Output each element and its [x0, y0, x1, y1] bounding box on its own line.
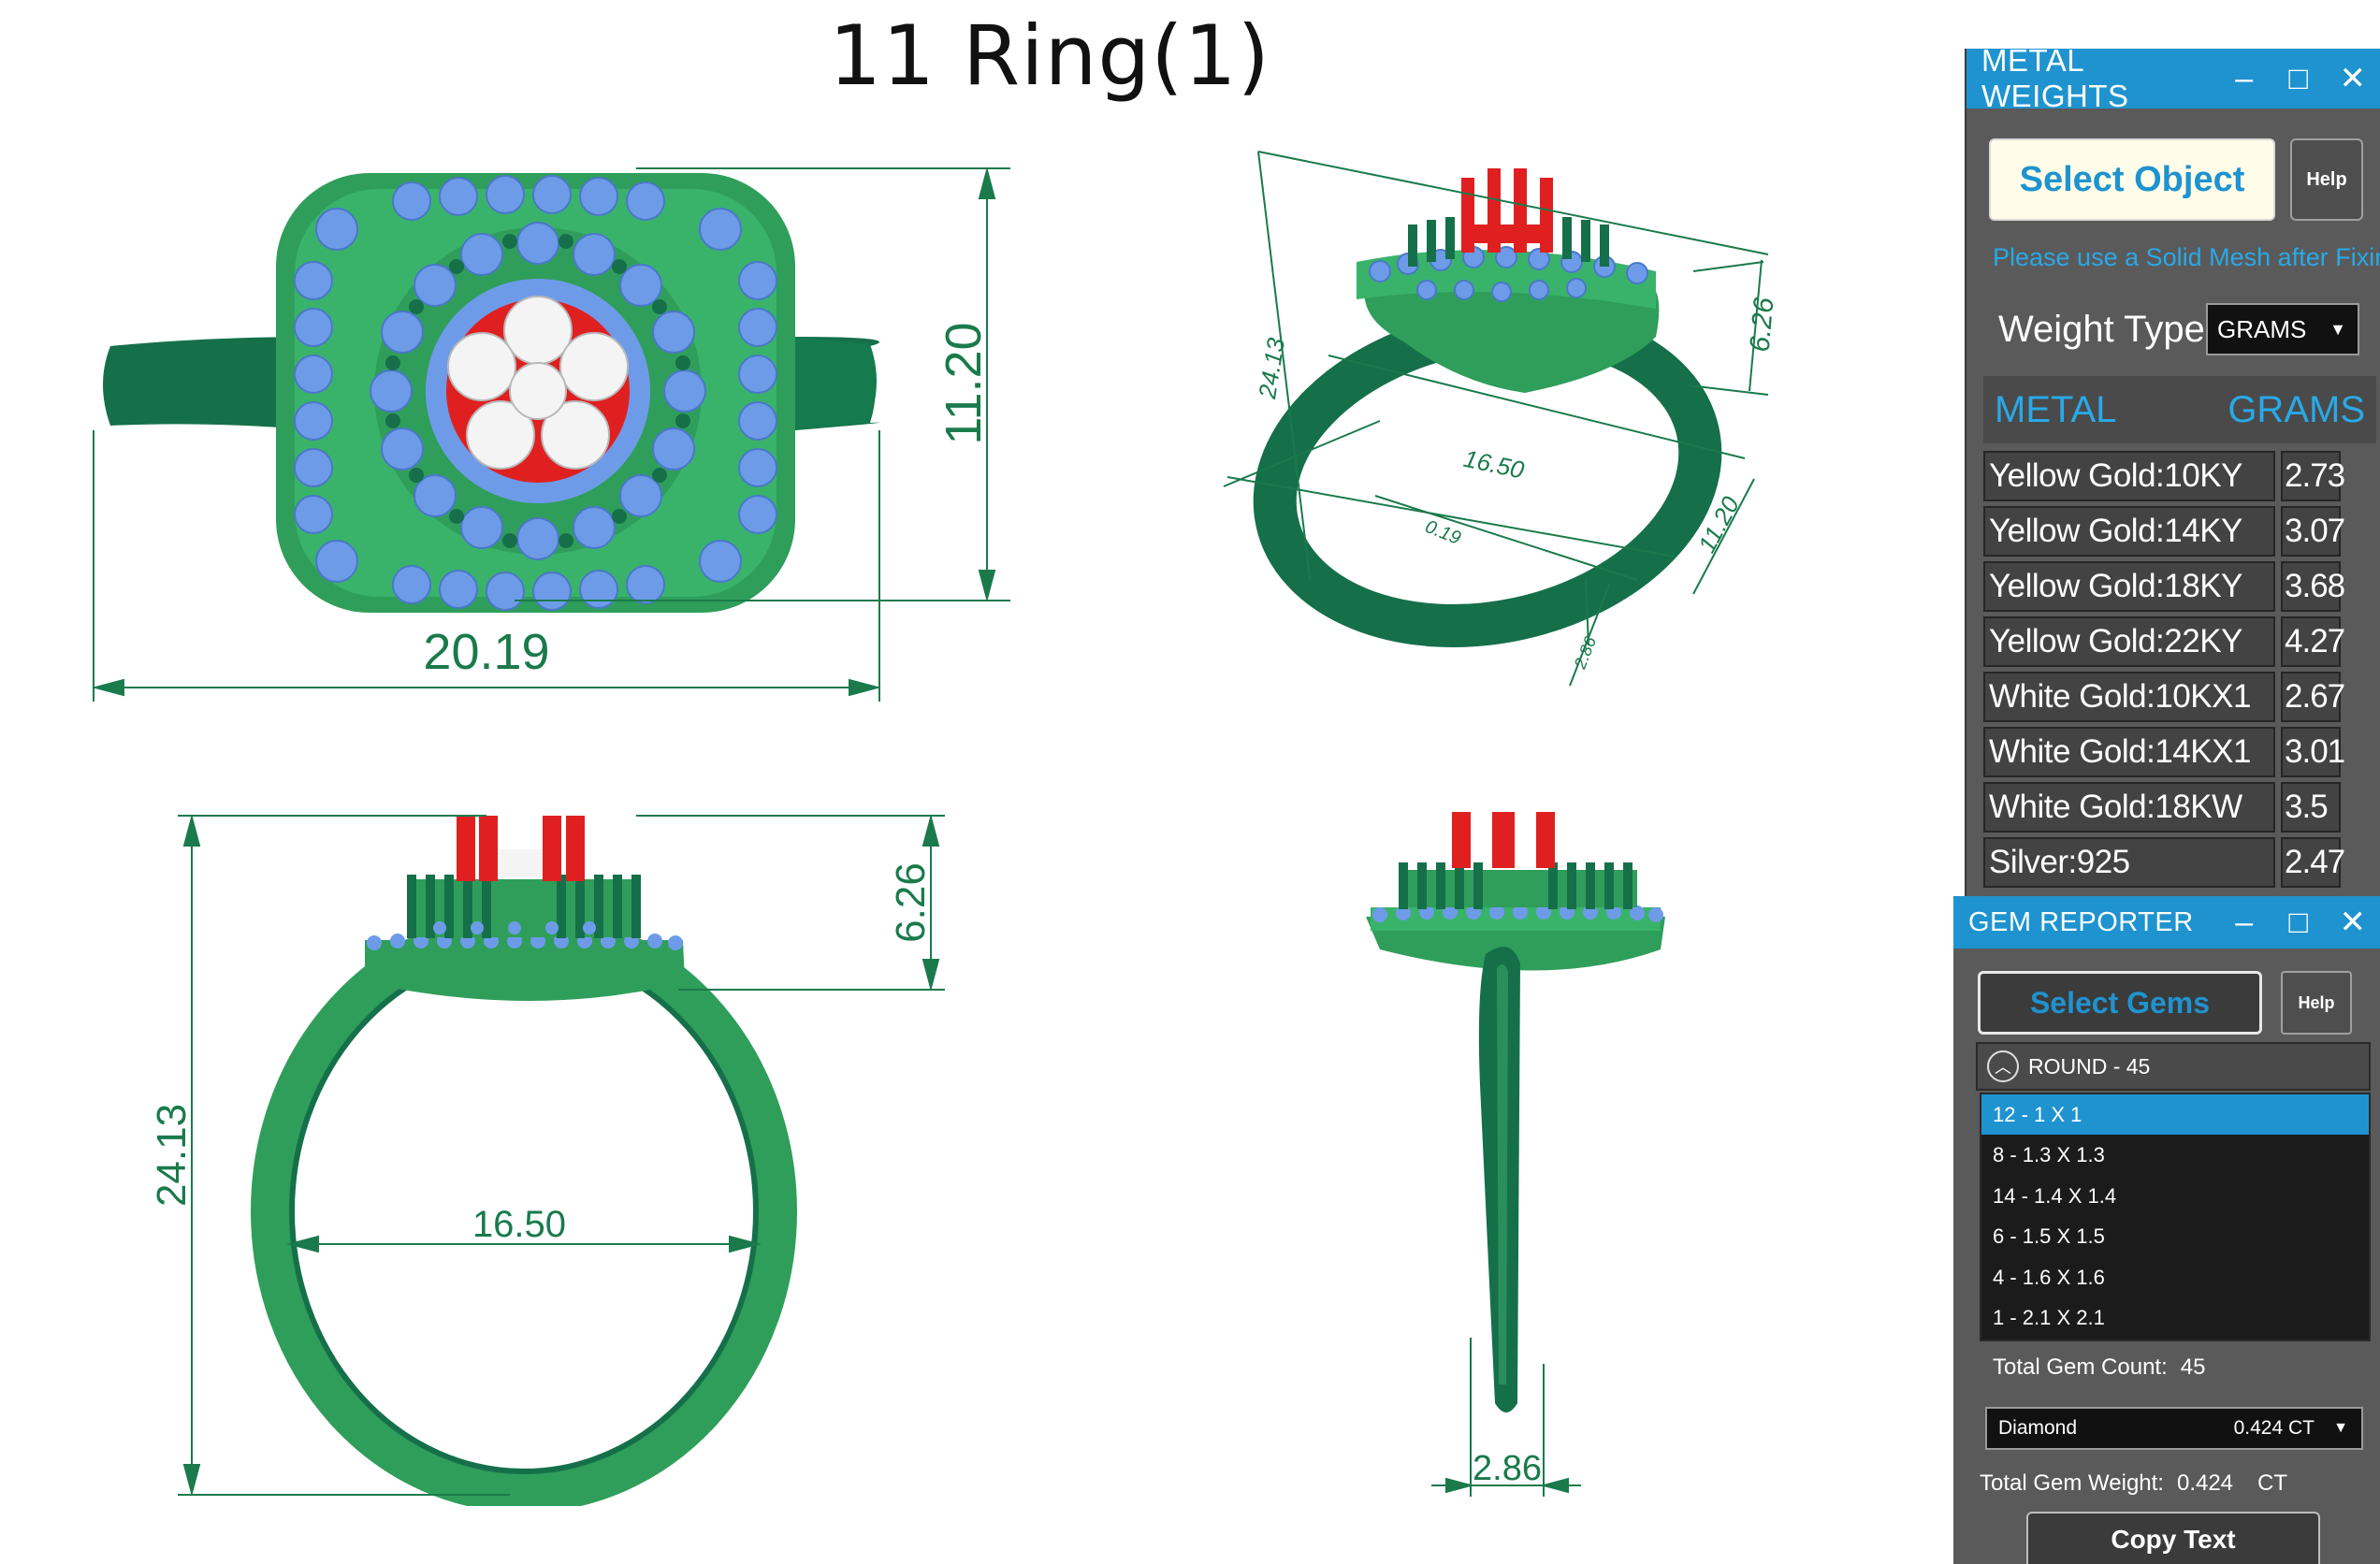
chevron-down-icon: ▼ — [2333, 1420, 2348, 1436]
iso-height-dim: 24.13 — [1253, 336, 1290, 401]
page-title: 11 Ring(1) — [829, 7, 1270, 104]
gem-reporter-panel: GEM REPORTER – □ ✕ Select Gems Help ︿ RO… — [1953, 896, 2380, 1564]
front-view: 24.13 6.26 16.50 — [140, 804, 982, 1506]
metal-weights-titlebar[interactable]: METAL WEIGHTS – □ ✕ — [1966, 43, 2380, 113]
metal-table: Yellow Gold:10KY 2.73 Yellow Gold:14KY 3… — [1983, 451, 2376, 892]
gem-reporter-titlebar[interactable]: GEM REPORTER – □ ✕ — [1953, 896, 2380, 949]
copy-text-button[interactable]: Copy Text — [2026, 1512, 2320, 1564]
iso-top-dim: 6.26 — [1745, 296, 1780, 353]
chevron-down-icon: ▼ — [2329, 319, 2346, 339]
close-button[interactable]: ✕ — [2339, 905, 2367, 940]
grams-column-header: GRAMS — [2228, 388, 2365, 430]
front-height-dim: 24.13 — [149, 1104, 195, 1207]
gem-help-button[interactable]: Help — [2281, 971, 2352, 1035]
gem-group-header[interactable]: ︿ ROUND - 45 — [1976, 1042, 2371, 1091]
gem-group-label: ROUND - 45 — [2028, 1053, 2151, 1079]
gem-type-weight: 0.424 CT — [2233, 1417, 2315, 1439]
side-view: 2.86 — [1357, 804, 1675, 1506]
metal-weights-title: METAL WEIGHTS — [1981, 43, 2129, 113]
metal-table-header: METAL GRAMS — [1983, 376, 2376, 443]
metal-name: Yellow Gold:10KY — [1983, 451, 2275, 501]
top-view: 20.19 11.20 — [84, 150, 1057, 711]
iso-view: 24.13 6.26 16.50 11.20 0.19 2.86 — [1216, 140, 1815, 702]
table-row: Yellow Gold:22KY 4.27 — [1983, 616, 2376, 667]
total-gem-count: Total Gem Count: 45 — [1980, 1354, 2205, 1381]
metal-weight: 3.01 — [2281, 727, 2345, 777]
metal-name: White Gold:10KX1 — [1983, 672, 2275, 722]
table-row: Silver:925 2.47 — [1983, 837, 2376, 888]
metal-column-header: METAL — [1995, 388, 2117, 430]
table-row: Yellow Gold:18KY 3.68 — [1983, 561, 2376, 612]
iso-band-dim: 2.86 — [1570, 633, 1600, 673]
metal-name: White Gold:18KW — [1983, 782, 2275, 833]
minimize-button[interactable]: – — [2235, 904, 2254, 940]
total-gem-weight-value: 0.424 — [2176, 1470, 2234, 1496]
close-button[interactable]: ✕ — [2339, 61, 2367, 96]
table-row: White Gold:10KX1 2.67 — [1983, 672, 2376, 722]
metal-weight: 4.27 — [2281, 616, 2345, 667]
metal-weight: 2.73 — [2281, 451, 2345, 501]
select-gems-button[interactable]: Select Gems — [1978, 971, 2262, 1035]
total-gem-weight-label: Total Gem Weight: — [1980, 1470, 2164, 1496]
top-height-dim: 11.20 — [936, 322, 992, 444]
total-gem-weight-unit: CT — [2257, 1470, 2288, 1496]
select-object-button[interactable]: Select Object — [1989, 138, 2275, 221]
weight-type-value: GRAMS — [2217, 314, 2307, 343]
maximize-button[interactable]: □ — [2288, 904, 2309, 940]
iso-inner-dim: 16.50 — [1461, 444, 1527, 485]
table-row: Yellow Gold:14KY 3.07 — [1983, 506, 2376, 557]
list-item[interactable]: 12 - 1 X 1 — [1981, 1094, 2369, 1135]
total-gem-count-value: 45 — [2180, 1354, 2206, 1380]
front-head-dim: 6.26 — [888, 862, 934, 943]
solid-mesh-note: Please use a Solid Mesh after Fixing — [1993, 243, 2380, 271]
side-band-dim: 2.86 — [1473, 1449, 1542, 1488]
table-row: White Gold:18KW 3.5 — [1983, 782, 2376, 833]
gem-reporter-title: GEM REPORTER — [1968, 906, 2194, 937]
gem-type-select[interactable]: Diamond 0.424 CT ▼ — [1985, 1407, 2363, 1450]
minimize-button[interactable]: – — [2235, 60, 2254, 96]
top-width-dim: 20.19 — [423, 624, 549, 680]
metal-name: Yellow Gold:14KY — [1983, 506, 2275, 557]
total-gem-weight: Total Gem Weight: 0.424 CT — [1980, 1470, 2287, 1497]
maximize-button[interactable]: □ — [2288, 60, 2309, 96]
metal-weights-panel: METAL WEIGHTS – □ ✕ Select Object Help P… — [1965, 43, 2380, 896]
metal-weight: 2.67 — [2281, 672, 2345, 722]
metal-weight: 3.68 — [2281, 561, 2345, 612]
metal-weight: 2.47 — [2281, 837, 2345, 888]
metal-help-button[interactable]: Help — [2290, 138, 2363, 221]
chevron-up-icon[interactable]: ︿ — [1987, 1050, 2019, 1082]
front-inner-dim: 16.50 — [472, 1204, 566, 1245]
list-item[interactable]: 6 - 1.5 X 1.5 — [1993, 1224, 2105, 1248]
metal-name: Yellow Gold:18KY — [1983, 561, 2275, 612]
gem-list: 12 - 1 X 1 8 - 1.3 X 1.3 14 - 1.4 X 1.4 … — [1980, 1093, 2371, 1341]
table-row: White Gold:14KX1 3.01 — [1983, 727, 2376, 777]
list-item[interactable]: 4 - 1.6 X 1.6 — [1993, 1265, 2105, 1289]
metal-weight: 3.5 — [2281, 782, 2341, 833]
metal-name: White Gold:14KX1 — [1983, 727, 2275, 777]
metal-name: Yellow Gold:22KY — [1983, 616, 2275, 667]
metal-name: Silver:925 — [1983, 837, 2275, 888]
metal-weight: 3.07 — [2281, 506, 2345, 557]
weight-type-select[interactable]: GRAMS ▼ — [2206, 303, 2359, 355]
table-row: Yellow Gold:10KY 2.73 — [1983, 451, 2376, 501]
gem-type-name: Diamond — [1998, 1417, 2078, 1439]
list-item[interactable]: 1 - 2.1 X 2.1 — [1993, 1306, 2105, 1329]
list-item[interactable]: 8 - 1.3 X 1.3 — [1993, 1143, 2105, 1166]
list-item[interactable]: 14 - 1.4 X 1.4 — [1993, 1183, 2117, 1208]
weight-type-label: Weight Type — [1998, 309, 2205, 350]
total-gem-count-label: Total Gem Count: — [1993, 1354, 2168, 1380]
